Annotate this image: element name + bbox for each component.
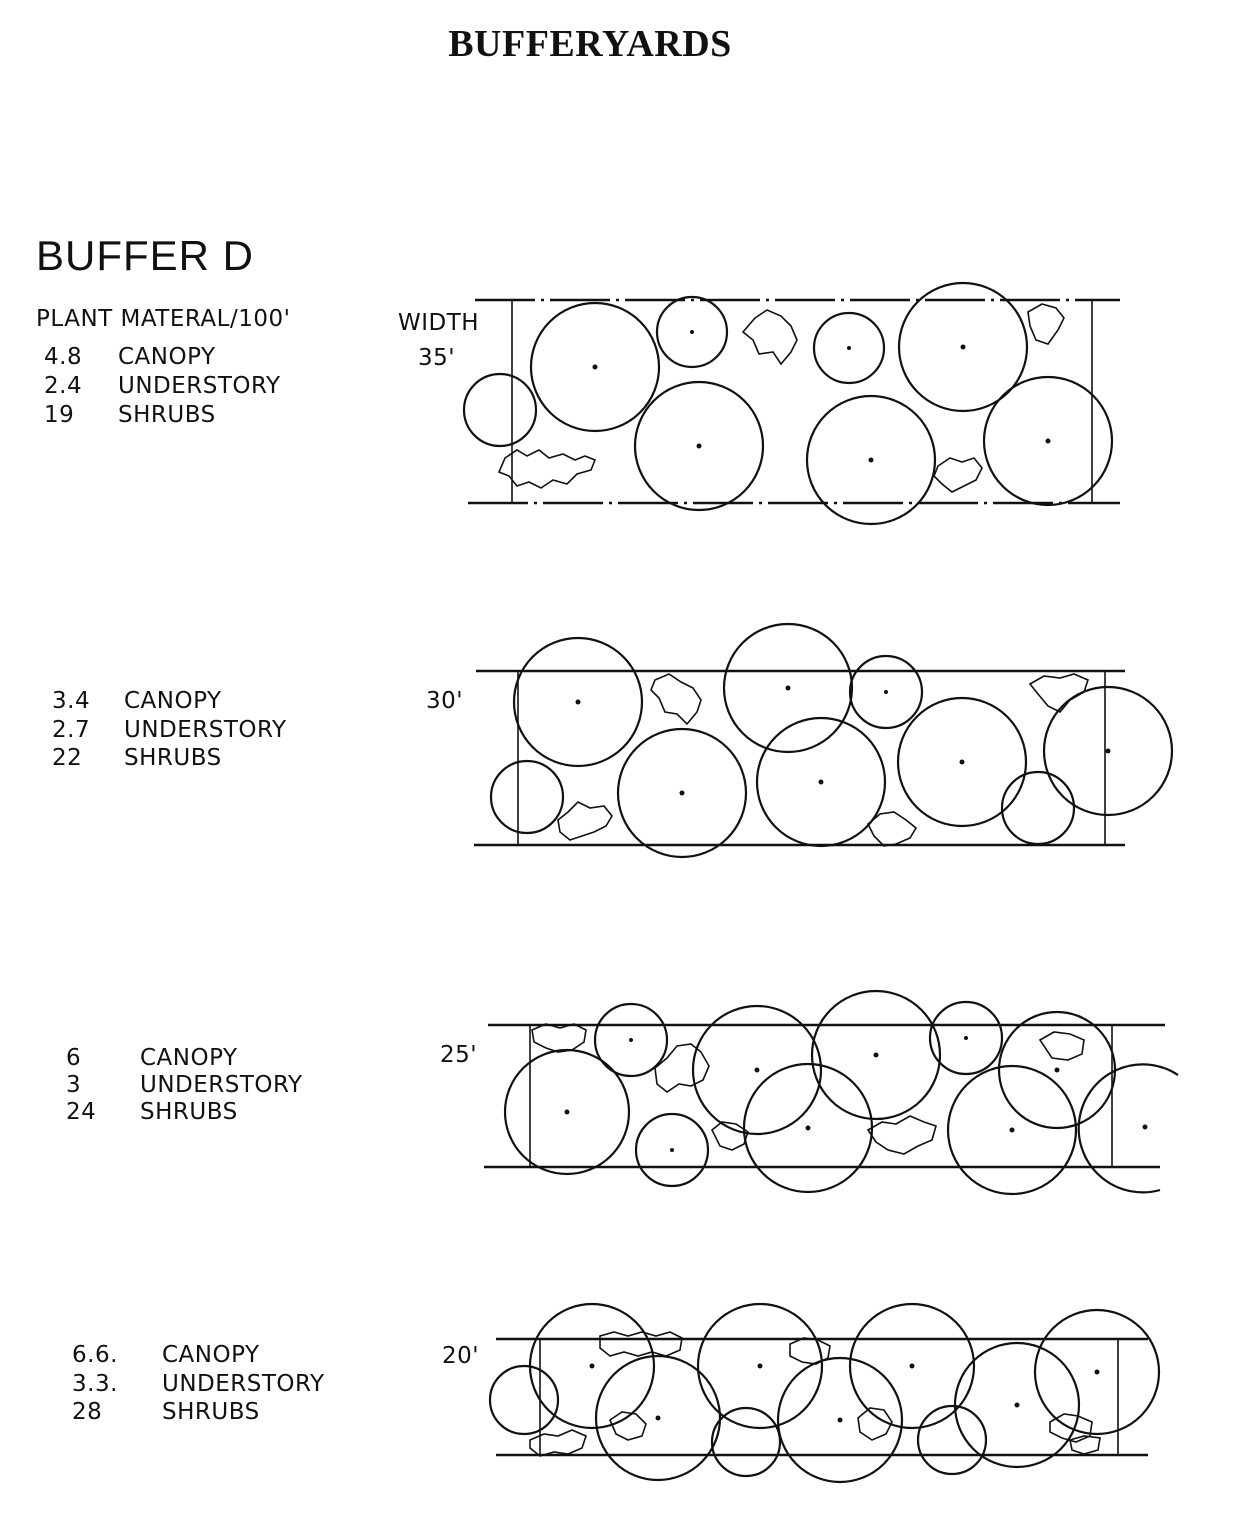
width-label: WIDTH: [398, 310, 480, 336]
shrubs-qty: 19: [44, 402, 75, 428]
understory-tree: [848, 654, 924, 730]
understory-label: UNDERSTORY: [162, 1371, 325, 1397]
plan-row-3: [484, 989, 1179, 1196]
canopy-tree: [776, 1356, 904, 1484]
understory-tree: [1000, 770, 1076, 846]
shrub-mass: [1038, 1031, 1085, 1061]
shrub-mass: [654, 1043, 710, 1093]
canopy-tree: [633, 380, 765, 512]
understory-tree: [634, 1112, 710, 1188]
canopy-tree: [805, 394, 937, 526]
shrub-mass: [599, 1331, 683, 1357]
plant-material-subheading: PLANT MATERAL/100': [36, 306, 291, 332]
shrub-mass: [531, 1023, 587, 1053]
understory-qty: 3: [66, 1072, 82, 1098]
understory-label: UNDERSTORY: [124, 717, 287, 743]
understory-tree: [488, 1364, 560, 1436]
shrubs-label: SHRUBS: [162, 1399, 260, 1425]
canopy-tree: [529, 301, 661, 433]
understory-tree: [928, 1000, 1004, 1076]
plan-row-4: [488, 1302, 1161, 1484]
understory-qty: 2.7: [52, 717, 91, 743]
page-title: BUFFERYARDS: [448, 23, 732, 65]
understory-tree: [710, 1406, 782, 1478]
canopy-tree: [696, 1302, 824, 1430]
canopy-tree: [691, 1004, 823, 1136]
shrub-mass: [557, 801, 613, 841]
width-value-row-1: 35': [418, 345, 456, 371]
canopy-label: CANOPY: [140, 1045, 238, 1071]
canopy-label: CANOPY: [118, 344, 216, 370]
understory-tree: [462, 372, 538, 448]
plan-row-2: [474, 622, 1174, 859]
canopy-tree: [810, 989, 942, 1121]
canopy-tree: [982, 375, 1114, 507]
canopy-tree: [594, 1354, 722, 1482]
canopy-tree: [896, 696, 1028, 828]
canopy-tree-partial: [1077, 1063, 1179, 1194]
shrub-mass: [741, 309, 798, 366]
canopy-tree: [528, 1302, 656, 1430]
canopy-tree: [1042, 685, 1174, 817]
shrubs-label: SHRUBS: [118, 402, 216, 428]
canopy-qty: 3.4: [52, 688, 91, 714]
canopy-tree: [848, 1302, 976, 1430]
canopy-tree: [953, 1341, 1081, 1469]
shrub-mass: [650, 673, 702, 726]
canopy-label: CANOPY: [124, 688, 222, 714]
shrub-mass: [529, 1429, 587, 1457]
shrub-mass: [710, 1121, 749, 1151]
canopy-tree: [722, 622, 854, 754]
canopy-tree: [946, 1064, 1078, 1196]
shrub-mass: [867, 811, 918, 847]
understory-tree: [916, 1404, 988, 1476]
shrub-mass: [857, 1407, 893, 1441]
canopy-tree: [1033, 1308, 1161, 1436]
canopy-qty: 4.8: [44, 344, 83, 370]
shrub-mass: [933, 457, 983, 493]
shrub-mass: [609, 1411, 647, 1441]
shrub-mass: [789, 1337, 831, 1365]
canopy-tree: [616, 727, 748, 859]
understory-qty: 3.3.: [72, 1371, 118, 1397]
understory-qty: 2.4: [44, 373, 83, 399]
canopy-qty: 6: [66, 1045, 82, 1071]
canopy-tree: [755, 716, 887, 848]
width-value-row-4: 20': [442, 1343, 480, 1369]
canopy-tree: [897, 281, 1029, 413]
shrub-mass: [1027, 303, 1065, 345]
understory-label: UNDERSTORY: [118, 373, 281, 399]
understory-tree: [489, 759, 565, 835]
canopy-label: CANOPY: [162, 1342, 260, 1368]
shrub-mass: [866, 1115, 937, 1155]
width-value-row-3: 25': [440, 1042, 478, 1068]
shrubs-label: SHRUBS: [140, 1099, 238, 1125]
shrubs-qty: 28: [72, 1399, 103, 1425]
shrub-mass: [1028, 673, 1089, 713]
understory-tree: [655, 295, 729, 369]
canopy-qty: 6.6.: [72, 1342, 118, 1368]
shrubs-label: SHRUBS: [124, 745, 222, 771]
understory-label: UNDERSTORY: [140, 1072, 303, 1098]
shrubs-qty: 22: [52, 745, 83, 771]
shrubs-qty: 24: [66, 1099, 97, 1125]
buffer-heading: BUFFER D: [36, 232, 254, 279]
plan-row-1: [462, 281, 1120, 526]
understory-tree: [593, 1002, 669, 1078]
understory-tree: [812, 311, 886, 385]
canopy-tree: [512, 636, 644, 768]
shrub-mass: [1069, 1435, 1101, 1455]
width-value-row-2: 30': [426, 688, 464, 714]
shrub-mass: [497, 449, 597, 489]
